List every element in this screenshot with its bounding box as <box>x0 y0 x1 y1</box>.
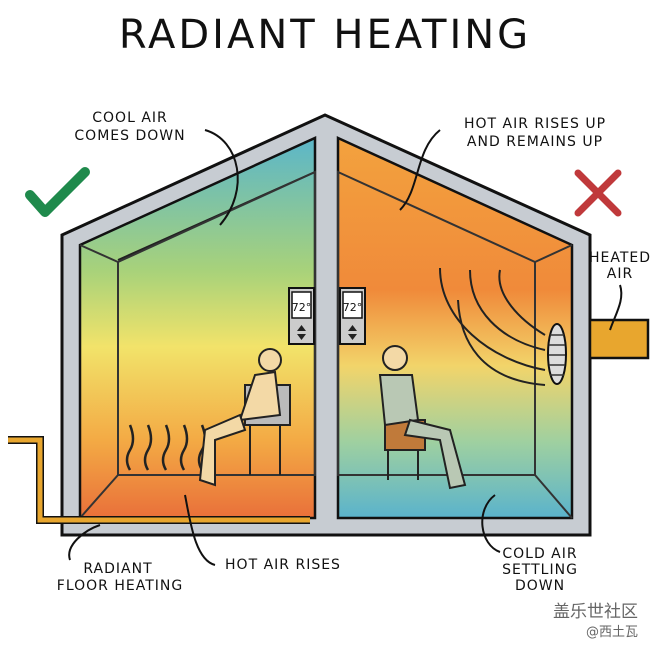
label-cold-air-3: DOWN <box>515 578 565 594</box>
label-radiant-1: RADIANT <box>83 561 152 577</box>
ceiling-edge <box>534 244 573 263</box>
watermark-line1: 盖乐世社区 <box>553 602 638 622</box>
thermostat-right[interactable]: 72° <box>339 287 366 345</box>
pointer-arrow <box>609 284 623 331</box>
check-icon <box>25 167 90 217</box>
air-vent <box>547 323 567 385</box>
hot-air-curl-arrows <box>439 267 546 386</box>
label-cool-air-2: COMES DOWN <box>74 128 185 144</box>
thermostat-temp: 72° <box>292 301 312 314</box>
thermostat-left[interactable]: 72° <box>288 287 315 345</box>
ceiling-edge <box>79 244 119 263</box>
label-cool-air-1: COOL AIR <box>92 110 168 126</box>
heated-air-duct <box>588 318 650 360</box>
label-radiant-2: FLOOR HEATING <box>57 578 183 594</box>
label-cold-air-2: SETTLING <box>502 562 578 578</box>
pointer-arrow <box>204 129 239 226</box>
pointer-arrow <box>184 494 216 566</box>
watermark-line2: @西土瓦 <box>585 625 638 640</box>
pointer-arrow <box>481 494 501 553</box>
title: RADIANT HEATING <box>119 12 531 58</box>
label-hot-air-up-1: HOT AIR RISES UP <box>464 116 606 132</box>
floor-edge <box>534 474 573 519</box>
label-heated-air-2: AIR <box>607 266 633 282</box>
thermostat-temp: 72° <box>343 301 363 314</box>
x-icon <box>574 169 622 217</box>
label-hot-air-rises: HOT AIR RISES <box>225 557 341 573</box>
left-room-backwall <box>117 170 316 476</box>
label-hot-air-up-2: AND REMAINS UP <box>467 134 603 150</box>
label-heated-air-1: HEATED <box>589 250 650 266</box>
person-relaxed <box>198 348 291 487</box>
pointer-arrow <box>68 524 101 561</box>
pointer-arrow <box>399 129 441 211</box>
vent-slats <box>549 334 565 376</box>
label-cold-air-1: COLD AIR <box>502 546 577 562</box>
person-cold <box>378 345 467 490</box>
floor-edge <box>79 474 119 519</box>
radiant-floor-pipe-fill <box>8 437 310 523</box>
